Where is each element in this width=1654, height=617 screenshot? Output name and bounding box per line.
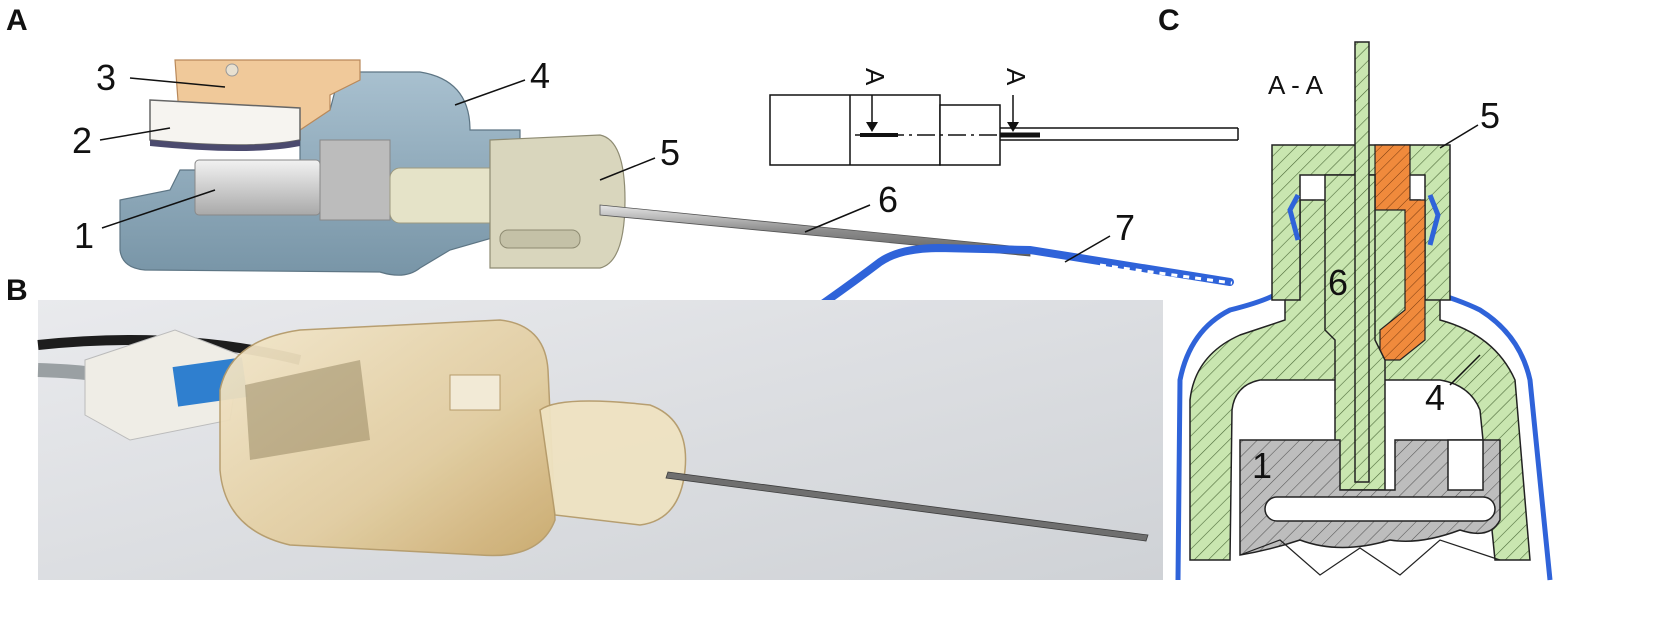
orange-insert (1374, 144, 1426, 361)
photo-needle (665, 471, 1149, 542)
panel-a-letter: A (6, 4, 28, 37)
needle-part-6 (1354, 41, 1370, 483)
label-c-5: 5 (1480, 95, 1500, 136)
photo-device-pcb (245, 360, 370, 460)
section-marker-right: A (1001, 68, 1031, 86)
panel-c: C A - A 5 6 4 1 (1158, 4, 1553, 581)
leader-6 (804, 204, 871, 233)
label-7: 7 (1115, 207, 1135, 248)
section-arrow-icon (866, 122, 878, 132)
pcb-screw (225, 63, 239, 77)
panel-b: B (6, 274, 1163, 580)
photo-cap (539, 400, 687, 526)
leader-7 (1064, 235, 1111, 263)
leader-5 (599, 157, 656, 181)
label-c-4: 4 (1425, 377, 1445, 418)
panel-c-letter: C (1158, 4, 1180, 37)
label-5: 5 (660, 132, 680, 173)
break-line (1239, 539, 1501, 576)
block-slot (1447, 439, 1484, 491)
leader-1 (101, 189, 216, 229)
label-1: 1 (74, 215, 94, 256)
label-6: 6 (878, 179, 898, 220)
sensor-block-part-1 (194, 159, 321, 216)
blue-seal (1287, 193, 1441, 246)
leader-c-5 (1439, 124, 1479, 149)
label-c-1: 1 (1252, 445, 1272, 486)
chip-base (150, 140, 300, 151)
label-4: 4 (530, 55, 550, 96)
photo-device-window (449, 374, 501, 411)
section-arrow-icon (1007, 122, 1019, 132)
section-title: A - A (1268, 70, 1324, 100)
inner-frame (319, 139, 391, 221)
label-3: 3 (96, 57, 116, 98)
electrode-tip-dashes (1099, 263, 1233, 285)
leader-3 (129, 77, 226, 88)
section-drawing (769, 94, 1239, 166)
label-2: 2 (72, 120, 92, 161)
section-marker-left: A (860, 68, 890, 86)
label-c-6: 6 (1328, 262, 1348, 303)
block-channel (1264, 496, 1496, 522)
leader-2 (99, 127, 171, 141)
cap-part-5 (1271, 144, 1451, 301)
needle-part-6 (599, 204, 1031, 257)
cap-slot (499, 229, 581, 249)
leader-c-4 (1449, 354, 1481, 386)
panel-b-letter: B (6, 274, 28, 307)
panel-a: A 3 2 1 4 5 6 7 (6, 4, 1239, 354)
leader-4 (454, 79, 526, 106)
chip-part-2 (149, 99, 301, 146)
